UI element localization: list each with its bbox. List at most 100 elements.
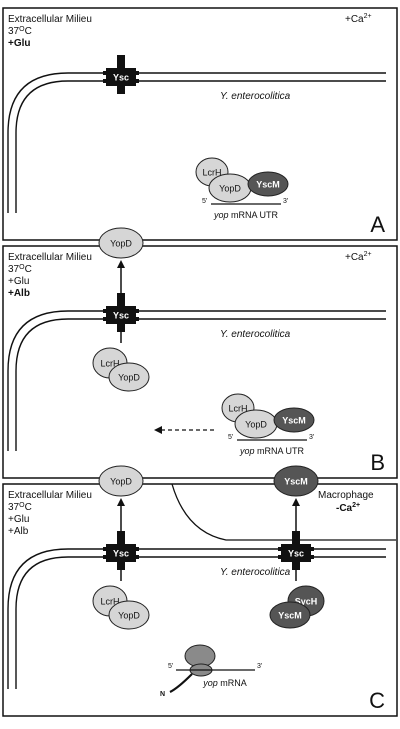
condition-text: +Glu	[8, 276, 29, 287]
ysc-channel-tab	[136, 79, 139, 83]
yopd-protein-label: YopD	[219, 184, 241, 194]
panel-letter: B	[370, 450, 385, 475]
inner-membrane-line	[15, 318, 386, 451]
gene-name-text: yop	[213, 210, 231, 220]
ysc-channel-right-stalk-bottom	[292, 562, 300, 570]
outer-membrane-line	[7, 548, 386, 689]
temperature-text: 37OC	[8, 264, 32, 275]
temp-value-text: 37	[8, 26, 20, 37]
inner-membrane-line	[15, 556, 386, 689]
ysc-channel-tab	[103, 71, 106, 75]
bacterium-label: Y. enterocolitica	[220, 567, 291, 578]
sych-protein-label: SycH	[295, 597, 318, 607]
exported-yscm-label: YscM	[284, 477, 308, 487]
three-prime-label: 3'	[257, 663, 262, 670]
panel-letter: C	[369, 688, 385, 713]
gene-name-text: yop	[202, 678, 220, 688]
ysc-channel-right-tab	[278, 555, 281, 559]
ysc-channel-tab	[136, 71, 139, 75]
ysc-channel: Ysc	[103, 293, 139, 332]
bacterium-label: Y. enterocolitica	[220, 329, 291, 340]
ysc-channel-tab	[103, 309, 106, 313]
lcrh-protein-label: LcrH	[100, 359, 119, 369]
exported-yscm: YscM	[273, 465, 319, 497]
exported-yopd-shape	[98, 227, 144, 259]
yscm-protein: YscM	[247, 171, 289, 197]
three-prime-label: 3'	[283, 198, 288, 205]
ysc-channel-left: Ysc	[103, 531, 139, 570]
lcrh-protein-label: LcrH	[228, 404, 247, 414]
ysc-channel-left-stalk-bottom	[117, 562, 125, 570]
exported-yopd: YopD	[98, 465, 144, 497]
ysc-channel-right-tab	[311, 547, 314, 551]
ysc-channel-tab	[136, 317, 139, 321]
ca-base-text: -Ca	[336, 503, 353, 514]
condition-text: Extracellular Milieu	[8, 252, 92, 263]
calcium-label: +Ca2+	[345, 251, 372, 263]
yopd-protein-label: YopD	[118, 611, 140, 621]
condition-text: +Alb	[8, 288, 30, 299]
condition-text: +Glu	[8, 38, 31, 49]
degree-sign-text: O	[19, 26, 25, 33]
condition-text: Extracellular Milieu	[8, 14, 92, 25]
yscm-protein-shape	[247, 171, 289, 197]
n-terminus-label: N	[160, 691, 165, 698]
ca-base-text: +Ca	[345, 14, 364, 25]
yscm-protein-label: YscM	[278, 611, 302, 621]
panel-c: Extracellular Milieu37OC+Glu+AlbMacropha…	[2, 465, 398, 717]
yopd-protein-shape	[108, 600, 150, 630]
yopd-protein: YopD	[108, 600, 150, 630]
ysc-channel-left-tab	[103, 555, 106, 559]
ca-charge-text: 2+	[364, 251, 372, 258]
ysc-channel-tab	[103, 317, 106, 321]
export-arrow-head	[117, 498, 125, 506]
exported-yopd-label: YopD	[110, 239, 132, 249]
panel-border	[2, 245, 398, 479]
panel-border	[2, 483, 398, 717]
yscm-protein: YscM	[273, 407, 315, 433]
ysc-channel-body	[106, 68, 136, 86]
temp-unit-text: C	[25, 26, 32, 37]
export-arrow-head	[292, 498, 300, 506]
ysc-channel: Ysc	[103, 55, 139, 94]
degree-sign-text: O	[19, 502, 25, 509]
ysc-channel-left-stalk-top	[117, 531, 125, 545]
mrna-utr-text: mRNA UTR	[231, 210, 279, 220]
macrophage-label: Macrophage	[318, 490, 374, 501]
gene-name-text: yop	[239, 446, 257, 456]
ysc-channel-right-stalk-top	[292, 531, 300, 545]
export-arrow-head	[117, 260, 125, 268]
lcrh-protein-label: LcrH	[100, 597, 119, 607]
macrophage-membrane	[171, 483, 396, 541]
outer-membrane-line	[7, 72, 386, 213]
dashed-arrow-head	[154, 426, 162, 434]
ysc-channel-tab	[136, 309, 139, 313]
yscm-protein-shape	[269, 601, 311, 629]
ysc-channel-tab	[103, 79, 106, 83]
condition-text: +Glu	[8, 514, 29, 525]
temp-unit-text: C	[25, 502, 32, 513]
five-prime-label: 5'	[202, 198, 207, 205]
exported-yopd-label: YopD	[110, 477, 132, 487]
mrna-text: mRNA	[220, 678, 247, 688]
ca-base-text: +Ca	[345, 252, 364, 263]
ysc-channel-stalk-bottom	[117, 324, 125, 332]
ysc-channel-left-tab	[136, 547, 139, 551]
exported-yscm-shape	[273, 465, 319, 497]
ysc-channel-left-tab	[136, 555, 139, 559]
ysc-channel-body	[106, 306, 136, 324]
yopd-protein: YopD	[234, 409, 278, 439]
outer-membrane-line	[7, 310, 386, 451]
yscm-protein-label: YscM	[282, 416, 306, 426]
ysc-channel-right-label: Ysc	[288, 549, 304, 559]
inner-membrane-line	[15, 80, 386, 213]
degree-sign-text: O	[19, 264, 25, 271]
ysc-channel-label: Ysc	[113, 311, 129, 321]
panel-letter: A	[370, 212, 385, 237]
condition-text: Extracellular Milieu	[8, 490, 92, 501]
